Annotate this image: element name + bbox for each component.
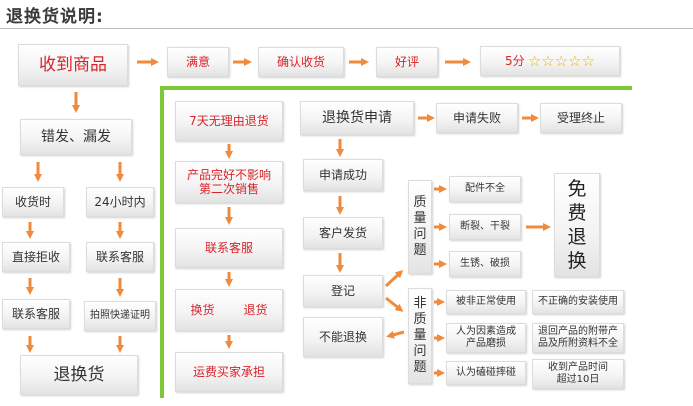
confirm-receipt-box: 确认收货 bbox=[258, 47, 344, 77]
rust-box: 生锈、破损 bbox=[449, 251, 521, 277]
broken-box: 断裂、干裂 bbox=[449, 214, 521, 240]
contact-cs-box-b: 联系客服 bbox=[2, 299, 70, 329]
page-title: 退换货说明: bbox=[6, 7, 104, 27]
five-star-box: 5分 ☆ ☆ ☆ ☆ ☆ bbox=[480, 46, 620, 76]
bump-box: 认为磕碰摔碰 bbox=[446, 361, 526, 385]
arrow-left bbox=[386, 330, 405, 339]
missing-parts-box: 配件不全 bbox=[449, 176, 521, 202]
customer-ship-box: 客户发货 bbox=[303, 217, 383, 249]
star-icon: ☆ bbox=[554, 51, 569, 70]
reject-box: 直接拒收 bbox=[2, 242, 70, 272]
receive-goods-box: 收到商品 bbox=[18, 44, 128, 86]
star-icon: ☆ bbox=[581, 51, 595, 70]
human-damage-box: 人为因素造成产品磨损 bbox=[446, 323, 526, 353]
exchange-refund-box: 换货 退货 bbox=[175, 289, 283, 331]
photo-proof-box: 拍照快递证明 bbox=[84, 301, 156, 331]
seven-day-box: 7天无理由退货 bbox=[175, 101, 283, 141]
apply-fail-box: 申请失败 bbox=[436, 103, 518, 133]
satisfied-box: 满意 bbox=[167, 47, 229, 77]
over-time-box: 收到产品时间超过10日 bbox=[532, 359, 624, 389]
return-goods-box: 退换货 bbox=[20, 355, 138, 395]
arrow-up-right bbox=[384, 269, 404, 288]
arrow-down-right bbox=[385, 296, 404, 312]
condition-box: 产品完好不影响第二次销售 bbox=[175, 161, 283, 203]
green-divider-top bbox=[160, 86, 632, 90]
non-quality-issue-box: 非质量问题 bbox=[408, 288, 432, 384]
mid-contact-cs-box: 联系客服 bbox=[175, 228, 283, 268]
return-items-box: 退回产品的附带产品及所附资料不全 bbox=[532, 323, 624, 353]
exchange-label: 换货 bbox=[190, 303, 215, 317]
contact-cs-box-a: 联系客服 bbox=[86, 242, 154, 272]
star-icon: ☆ bbox=[527, 51, 542, 70]
score-label: 5分 bbox=[505, 54, 525, 68]
star-icon: ☆ bbox=[568, 51, 582, 70]
praise-box: 好评 bbox=[376, 47, 438, 77]
title-divider bbox=[0, 28, 693, 29]
star-icon: ☆ bbox=[541, 51, 555, 70]
register-box: 登记 bbox=[303, 275, 383, 307]
refund-label: 退货 bbox=[243, 303, 268, 317]
quality-issue-box: 质量问题 bbox=[408, 180, 432, 274]
green-divider-left bbox=[160, 86, 164, 398]
apply-box: 退换货申请 bbox=[300, 101, 414, 135]
cannot-return-box: 不能退换 bbox=[303, 317, 383, 357]
within-24h-box: 24小时内 bbox=[86, 187, 154, 217]
terminated-box: 受理终止 bbox=[540, 103, 622, 133]
abnormal-use-box: 被非正常使用 bbox=[446, 290, 526, 314]
shipping-fee-box: 运费买家承担 bbox=[175, 352, 283, 392]
free-return-box: 免费退换 bbox=[554, 173, 600, 277]
on-receipt-box: 收货时 bbox=[2, 187, 64, 217]
wrong-install-box: 不正确的安装使用 bbox=[532, 290, 624, 314]
apply-ok-box: 申请成功 bbox=[303, 159, 383, 191]
wrong-missing-box: 错发、漏发 bbox=[20, 119, 132, 155]
